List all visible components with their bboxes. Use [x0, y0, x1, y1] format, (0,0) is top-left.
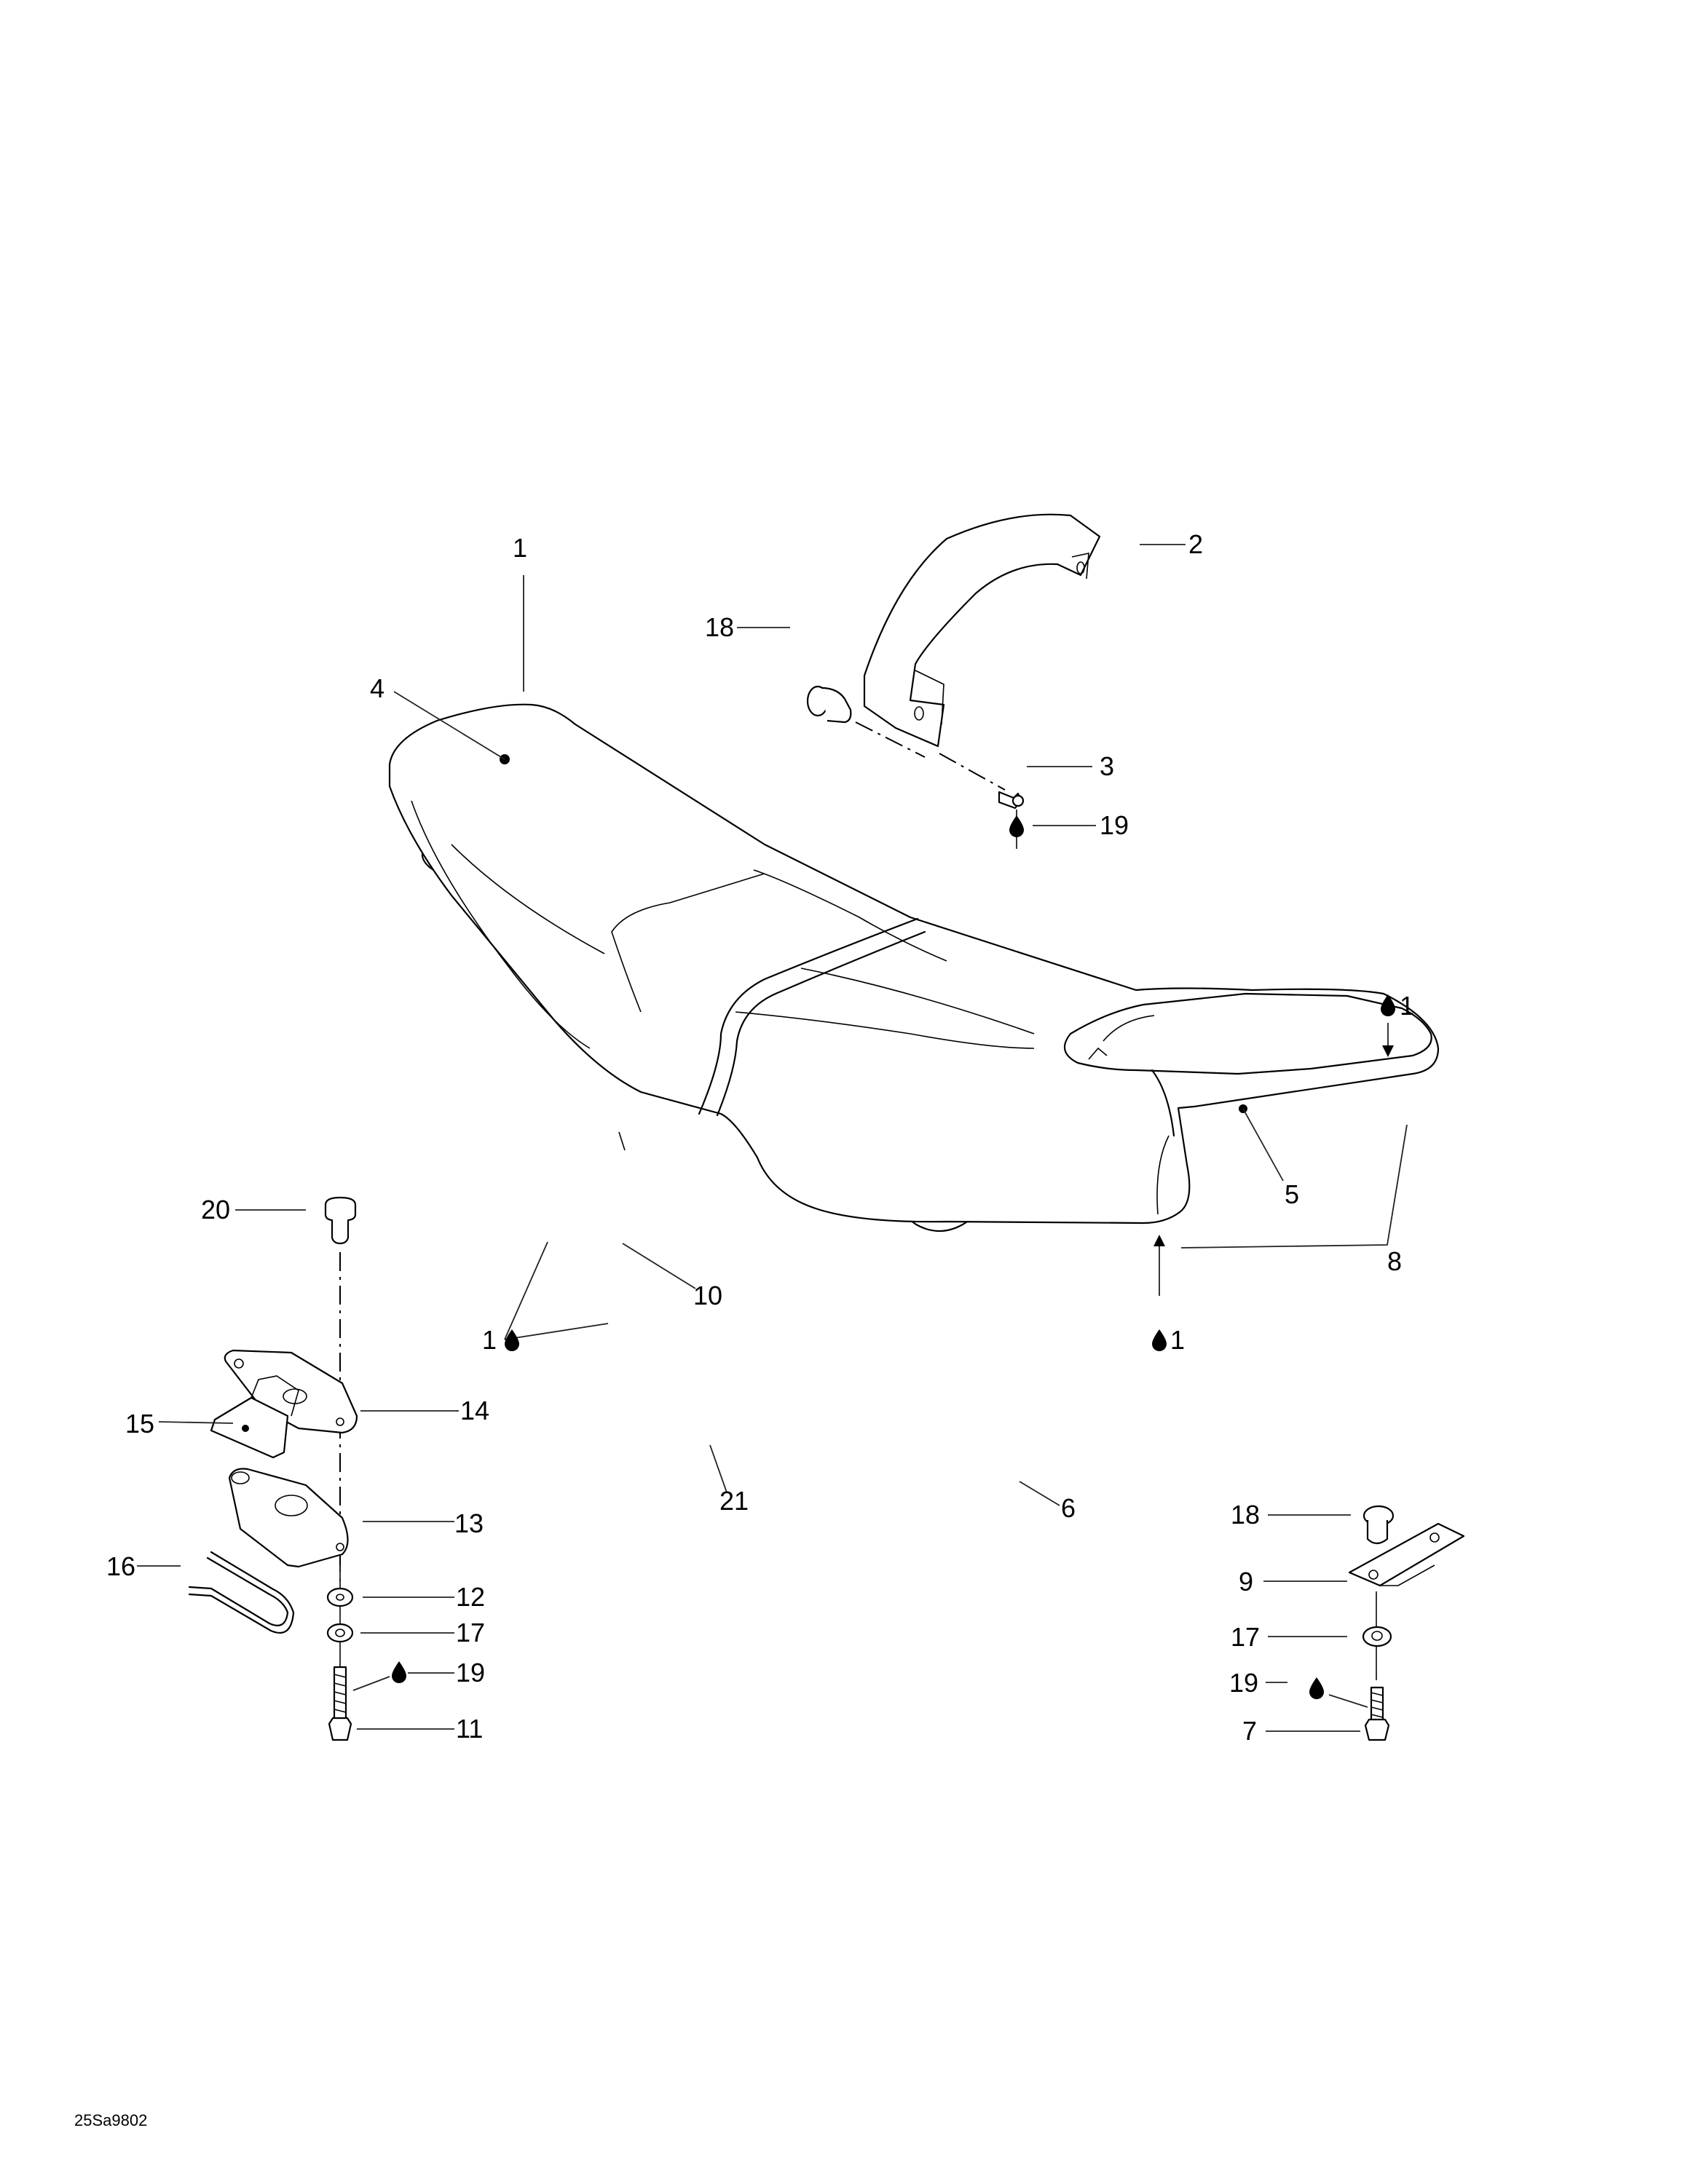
drawing-code: 25Sa9802: [74, 2111, 147, 2129]
callout-8: 8: [1387, 1246, 1402, 1276]
callout-2: 2: [1188, 529, 1203, 559]
lock-washer-17-left: [326, 1623, 354, 1643]
callout-18: 18: [705, 612, 734, 642]
callout-21: 21: [719, 1486, 749, 1516]
liquid-drop-icon: [1152, 1329, 1167, 1351]
seat-top-5: [1063, 992, 1432, 1215]
callout-17: 17: [456, 1618, 485, 1647]
callout-19: 19: [456, 1658, 485, 1688]
callout-18: 18: [1231, 1500, 1260, 1530]
hairpin-16: [188, 1551, 295, 1634]
liquid-drop-icon: [1009, 815, 1024, 837]
callout-1: 1: [1400, 991, 1414, 1021]
callout-11: 11: [456, 1714, 483, 1744]
callout-10: 10: [693, 1281, 722, 1310]
callout-6: 6: [1061, 1493, 1076, 1523]
liquid-drop-icon: [1309, 1677, 1324, 1699]
callout-19: 19: [1229, 1668, 1258, 1698]
callout-15: 15: [125, 1409, 154, 1439]
callout-17: 17: [1231, 1622, 1260, 1652]
callout-1: 1: [513, 533, 527, 563]
washer-12: [326, 1587, 354, 1607]
axis-line-screw-3: [939, 753, 1006, 791]
callout-9: 9: [1239, 1567, 1253, 1597]
liquid-drop-icon: [1381, 994, 1395, 1016]
callout-13: 13: [454, 1508, 484, 1538]
callout-7: 7: [1242, 1716, 1257, 1746]
screw-3: [998, 791, 1025, 810]
plug-20: [324, 1196, 357, 1245]
bolt-7: [1364, 1686, 1390, 1741]
liquid-drop-icon: [392, 1661, 406, 1683]
callout-20: 20: [201, 1195, 230, 1224]
callout-5: 5: [1285, 1179, 1299, 1209]
callout-14: 14: [460, 1396, 489, 1425]
callout-16: 16: [106, 1551, 135, 1581]
callout-1: 1: [482, 1325, 497, 1355]
callout-1: 1: [1170, 1325, 1185, 1355]
bolt-11: [328, 1666, 352, 1741]
latch-housing-13: [228, 1468, 349, 1568]
callout-12: 12: [456, 1582, 485, 1612]
latch-plate-14: [224, 1349, 358, 1434]
callout-19: 19: [1100, 810, 1129, 840]
leader-lines: [137, 544, 1408, 1732]
latch-15: [210, 1375, 307, 1459]
lock-washer-17-right: [1362, 1626, 1392, 1647]
callout-3: 3: [1100, 751, 1114, 781]
grab-handle-2: [863, 513, 1101, 748]
liquid-drop-icon: [505, 1329, 519, 1351]
seat-1: [388, 703, 1440, 1224]
plug-18-top: [806, 685, 852, 724]
plug-18-bottom: [1362, 1505, 1395, 1545]
callout-4: 4: [370, 673, 384, 703]
plate-9: [1348, 1522, 1465, 1587]
callout-labels: 1 2 18 4 3 19 1 5 8 20 10 1 1 14 15 21 6…: [106, 529, 1414, 1746]
